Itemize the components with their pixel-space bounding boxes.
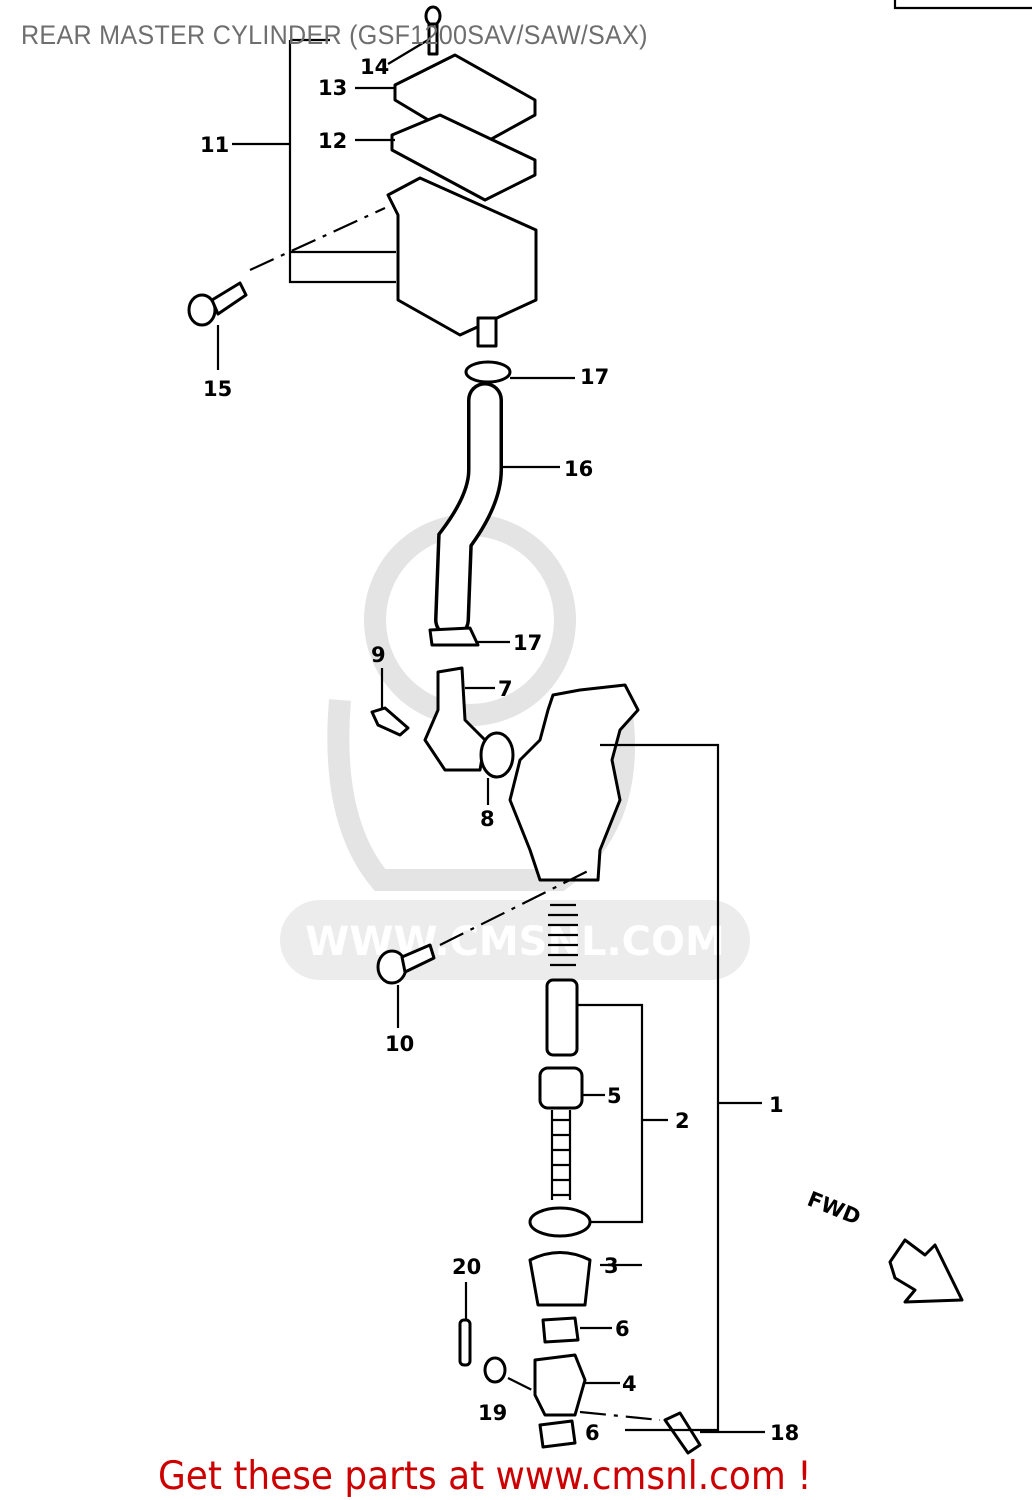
callout-1: 1 [769,1093,784,1117]
callout-9: 9 [371,643,386,667]
promo-link[interactable]: Get these parts at www.cmsnl.com ! [158,1454,812,1499]
callout-13: 13 [318,76,347,100]
watermark-logo: WWW.CMSNL.COM [280,514,750,980]
callout-4: 4 [622,1372,637,1396]
watermark-text: WWW.CMSNL.COM [305,919,725,965]
part-15-bolt [187,281,248,327]
part-17-clamp-lower [428,626,480,647]
part-12-diaphragm [390,113,537,202]
part-17-clamp [464,360,512,384]
callout-17: 17 [513,631,542,655]
callout-2: 2 [675,1109,690,1133]
part-14-screw [424,5,442,56]
part-6-nut [541,1316,580,1344]
callout-19: 19 [478,1401,507,1425]
spring [548,903,578,967]
part-18-pin [663,1411,702,1455]
part-6-nut-lower [538,1419,577,1449]
callout-10: 10 [385,1032,414,1056]
part-10-bolt [376,943,436,985]
part-3-boot [528,1251,592,1307]
part-13-cap [393,53,537,150]
callout-16: 16 [564,457,593,481]
part-11-reservoir [386,176,538,337]
diagram-title: REAR MASTER CYLINDER (GSF1200SAV/SAW/SAX… [21,20,648,50]
part-2-piston [545,978,579,1057]
part-9-screw [370,706,410,737]
part-20-pin [458,1318,472,1367]
callout-6: 6 [585,1421,600,1445]
part-1-master-cylinder [508,683,640,882]
part-4-clevis [533,1353,587,1417]
fwd-label: FWD [804,1187,864,1230]
callout-14: 14 [360,55,389,79]
callout-18: 18 [770,1421,799,1445]
callout-3: 3 [604,1254,619,1278]
callout-12: 12 [318,129,347,153]
callout-11: 11 [200,133,229,157]
callout-17: 17 [580,365,609,389]
callout-6: 6 [615,1317,630,1341]
callout-15: 15 [203,377,232,401]
reservoir-outlet [476,316,498,348]
part-7-union [423,666,487,772]
part-8-oring [479,731,515,779]
circlip [528,1206,592,1238]
part-5-pushrod [538,1066,584,1110]
callout-7: 7 [498,677,513,701]
fwd-arrow-icon [888,1238,964,1304]
callout-20: 20 [452,1255,481,1279]
callout-8: 8 [480,807,495,831]
callout-5: 5 [607,1084,622,1108]
part-19-washer [483,1356,507,1384]
